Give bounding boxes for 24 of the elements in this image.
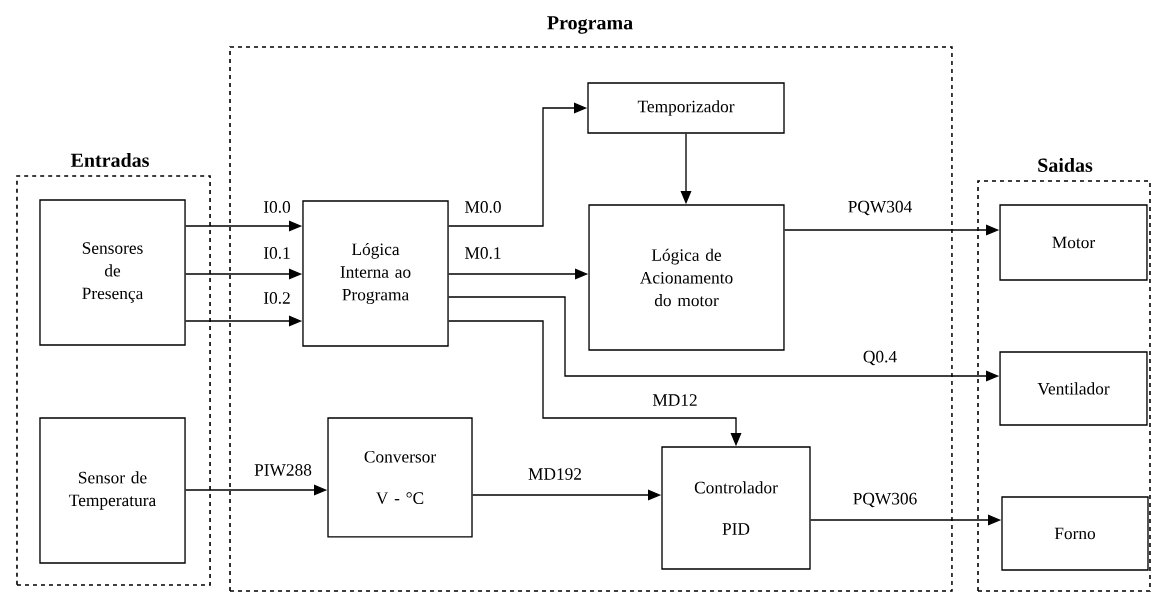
signal-label: PIW288	[254, 464, 312, 476]
process-box: Lógica de Acionamento do motor	[588, 204, 785, 351]
process-box: Ventilador	[999, 351, 1148, 426]
process-box: Motor	[999, 204, 1148, 281]
process-box: Forno	[1001, 496, 1149, 571]
process-box: Lógica Interna ao Programa	[302, 200, 449, 347]
process-box: Controlador PID	[661, 446, 811, 570]
signal-label: I0.2	[263, 292, 290, 304]
signal-label: Q0.4	[863, 350, 897, 366]
signal-label: MD12	[652, 394, 697, 406]
signal-label: PQW306	[853, 492, 917, 508]
group-heading: Programa	[547, 16, 633, 34]
group-heading: Entradas	[70, 152, 149, 168]
process-box: Conversor V - °C	[327, 417, 473, 538]
group-heading: Saidas	[1038, 157, 1093, 173]
signal-label: PQW304	[848, 200, 912, 216]
signal-label: M0.0	[464, 201, 501, 213]
signal-label: M0.1	[464, 247, 501, 259]
signal-label: I0.1	[263, 247, 290, 259]
signal-label: I0.0	[263, 201, 291, 213]
process-box: Temporizador	[587, 82, 785, 134]
signal-label: MD192	[528, 468, 581, 480]
process-box: Sensor de Temperatura	[39, 417, 186, 564]
process-box: Sensores de Presença	[39, 199, 186, 346]
